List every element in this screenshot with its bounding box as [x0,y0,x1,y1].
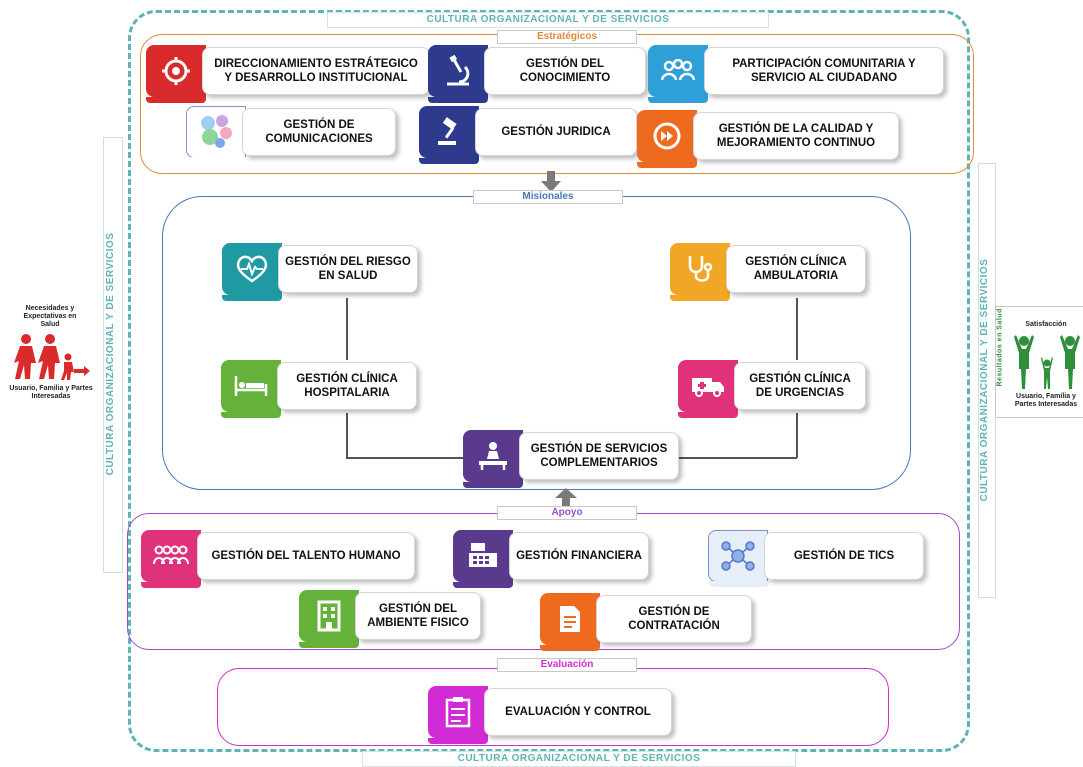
family-walking-icon [14,334,90,380]
section-label-apoyo: Apoyo [497,506,637,520]
culture-title-right: CULTURA ORGANIZACIONAL Y DE SERVICIOS [979,258,990,502]
document-icon [540,593,600,651]
process-label: GESTIÓN DE CONTRATACIÓN [596,595,752,643]
process-label: GESTIÓN DEL AMBIENTE FISICO [355,592,481,640]
stethoscope-icon [670,243,730,301]
community-icon [648,45,708,103]
culture-bar-left [103,137,123,573]
process-direccionamiento[interactable]: DIRECCIONAMIENTO ESTRÁTEGICO Y DESARROLL… [146,45,430,103]
arrow-estrategicos-misionales [541,171,561,192]
process-label: GESTIÓN DEL RIESGO EN SALUD [278,245,418,293]
connector-line [678,457,797,459]
therapy-icon [463,430,523,488]
culture-title-bottom: CULTURA ORGANIZACIONAL Y DE SERVICIOS [362,751,796,767]
gavel-icon [419,106,479,164]
process-label: DIRECCIONAMIENTO ESTRÁTEGICO Y DESARROLL… [202,47,430,95]
checklist-icon [428,686,488,744]
network-icon [708,530,769,587]
culture-frame [128,10,970,752]
communication-icon [186,106,247,163]
process-talento[interactable]: GESTIÓN DEL TALENTO HUMANO [141,530,415,588]
arrow-apoyo-misionales [555,488,577,508]
process-hospitalaria[interactable]: GESTIÓN CLÍNICA HOSPITALARIA [221,360,417,418]
process-label: GESTIÓN CLÍNICA DE URGENCIAS [734,362,866,410]
connector-line [796,413,798,458]
connector-line [346,413,348,458]
process-urgencias[interactable]: GESTIÓN CLÍNICA DE URGENCIAS [678,360,866,418]
process-comunicaciones[interactable]: GESTIÓN DE COMUNICACIONES [186,106,396,163]
process-complementarios[interactable]: GESTIÓN DE SERVICIOS COMPLEMENTARIOS [463,430,679,488]
satisfaction-stakeholders-label: Usuario, Familia y Partes Interesadas [1014,393,1078,408]
process-contratacion[interactable]: GESTIÓN DE CONTRATACIÓN [540,593,752,651]
process-label: GESTIÓN DEL CONOCIMIENTO [484,47,646,95]
process-label: EVALUACIÓN Y CONTROL [484,688,672,736]
family-celebrating-icon [1014,335,1080,389]
process-label: GESTIÓN DE TICS [764,532,924,580]
process-evaluacion[interactable]: EVALUACIÓN Y CONTROL [428,686,672,744]
culture-title-left: CULTURA ORGANIZACIONAL Y DE SERVICIOS [105,232,116,476]
fast-forward-icon [637,110,697,168]
connector-line [346,457,466,459]
section-label-evaluacion: Evaluación [497,658,637,672]
results-label: Resultados en Salud [996,308,1004,387]
process-riesgo[interactable]: GESTIÓN DEL RIESGO EN SALUD [222,243,418,301]
process-ambulatoria[interactable]: GESTIÓN CLÍNICA AMBULATORIA [670,243,866,301]
connector-line [346,298,348,360]
process-label: GESTIÓN FINANCIERA [509,532,649,580]
process-label: GESTIÓN DE COMUNICACIONES [242,108,396,156]
process-tics[interactable]: GESTIÓN DE TICS [708,530,924,587]
connector-line [796,298,798,360]
process-label: GESTIÓN DEL TALENTO HUMANO [197,532,415,580]
satisfaction-panel: Satisfacción Resultados en Salud Usuario… [995,306,1083,418]
microscope-icon [428,45,488,103]
process-juridica[interactable]: GESTIÓN JURIDICA [419,106,637,164]
hospital-bed-icon [221,360,281,418]
process-label: GESTIÓN CLÍNICA AMBULATORIA [726,245,866,293]
ambulance-icon [678,360,738,418]
process-ambiente[interactable]: GESTIÓN DEL AMBIENTE FISICO [299,590,481,648]
process-label: PARTICIPACIÓN COMUNITARIA Y SERVICIO AL … [704,47,944,95]
building-icon [299,590,359,648]
section-label-estrategicos: Estratégicos [497,30,637,44]
process-participacion[interactable]: PARTICIPACIÓN COMUNITARIA Y SERVICIO AL … [648,45,944,103]
compass-icon [146,45,206,103]
process-label: GESTIÓN JURIDICA [475,108,637,156]
culture-title-top: CULTURA ORGANIZACIONAL Y DE SERVICIOS [327,12,769,28]
process-conocimiento[interactable]: GESTIÓN DEL CONOCIMIENTO [428,45,646,103]
satisfaction-label: Satisfacción [1025,321,1067,328]
heart-pulse-icon [222,243,282,301]
process-label: GESTIÓN DE SERVICIOS COMPLEMENTARIOS [519,432,679,480]
needs-label: Necesidades y Expectativas en Salud [23,305,77,328]
section-label-misionales: Misionales [473,190,623,204]
process-calidad[interactable]: GESTIÓN DE LA CALIDAD Y MEJORAMIENTO CON… [637,110,899,168]
process-label: GESTIÓN CLÍNICA HOSPITALARIA [277,362,417,410]
needs-panel: Necesidades y Expectativas en Salud Usua… [2,305,98,405]
people-icon [141,530,201,588]
needs-stakeholders-label: Usuario, Familia y Partes Interesadas [9,385,93,400]
process-label: GESTIÓN DE LA CALIDAD Y MEJORAMIENTO CON… [693,112,899,160]
cash-register-icon [453,530,513,588]
process-financiera[interactable]: GESTIÓN FINANCIERA [453,530,649,588]
